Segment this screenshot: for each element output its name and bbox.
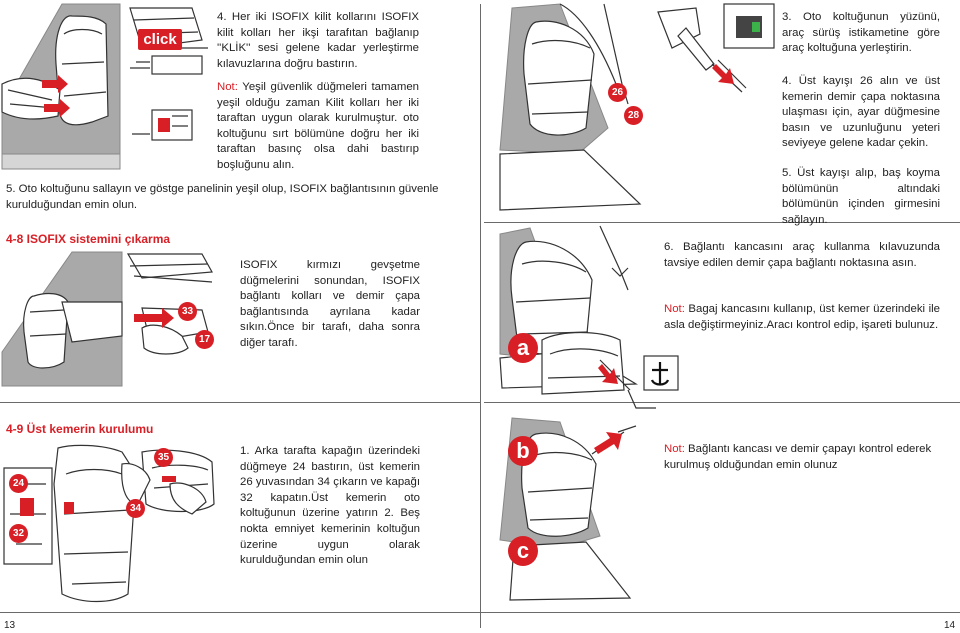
badge-17: 17 <box>195 330 214 349</box>
heading-4-9: 4-9 Üst kemerin kurulumu <box>6 422 154 436</box>
badge-c: c <box>508 536 538 566</box>
badge-33: 33 <box>178 302 197 321</box>
note-label: Not: <box>217 81 238 93</box>
note-1-label: Not: <box>664 303 685 315</box>
step-6-anchor-text: 6. Bağlantı kancasını araç kullanma kıla… <box>664 241 940 269</box>
section-divider-left-bottom <box>0 402 480 403</box>
step-3-facing-text: 3. Oto koltuğunun yüzünü, araç sürüş ist… <box>782 11 940 55</box>
heading-4-8: 4-8 ISOFIX sistemini çıkarma <box>6 232 171 246</box>
isofix-remove-text: ISOFIX kırmızı gevşetme düğmelerini sonu… <box>240 259 420 349</box>
tether-adjuster-illustration <box>657 3 775 93</box>
page-bottom-line <box>0 612 960 613</box>
step-4-attach-text: 4. Her iki ISOFIX kilit kollarını ISOFIX… <box>217 11 419 70</box>
seat-installed-illustration <box>499 3 642 211</box>
luggage-hook-note: Not: Bagaj kancasını kullanıp, üst kemer… <box>664 302 940 333</box>
section-divider-right-bottom <box>484 402 960 403</box>
badge-b: b <box>508 436 538 466</box>
page-number-left: 13 <box>4 620 16 631</box>
badge-26: 26 <box>608 83 627 102</box>
note-2-label: Not: <box>664 443 685 455</box>
page-divider <box>480 4 481 628</box>
step-5-routing-text: 5. Üst kayışı alıp, baş koyma bölümünün … <box>782 167 940 226</box>
badge-28: 28 <box>624 106 643 125</box>
isofix-note: Not: Yeşil güvenlik düğmeleri tamamen ye… <box>217 80 419 174</box>
section-divider-right-mid <box>484 222 960 223</box>
click-label: click <box>138 29 182 50</box>
isofix-remove-illustration <box>1 251 213 387</box>
badge-35: 35 <box>154 448 173 467</box>
page-number-right: 14 <box>944 620 956 631</box>
note-2-text: Bağlantı kancası ve demir çapayı kontrol… <box>664 443 932 471</box>
top-belt-steps-text: 1. Arka tarafta kapağın üzerindeki düğme… <box>240 445 420 567</box>
note-1-text: Bagaj kancasını kullanıp, üst kemer üzer… <box>664 303 940 331</box>
step-4-strap-text: 4. Üst kayışı 26 alın ve üst kemerin dem… <box>782 75 940 150</box>
note-text: Yeşil güvenlik düğmeleri tamamen yeşil o… <box>217 81 419 171</box>
step-5-rock-text: 5. Oto koltuğunu sallayın ve göstge pane… <box>6 183 439 211</box>
anchor-check-note: Not: Bağlantı kancası ve demir çapayı ko… <box>664 442 940 473</box>
badge-32: 32 <box>9 524 28 543</box>
top-tether-illustration <box>3 444 215 603</box>
seat-anchor-illustration <box>541 331 679 409</box>
badge-34: 34 <box>126 499 145 518</box>
badge-24: 24 <box>9 474 28 493</box>
badge-a: a <box>508 333 538 363</box>
